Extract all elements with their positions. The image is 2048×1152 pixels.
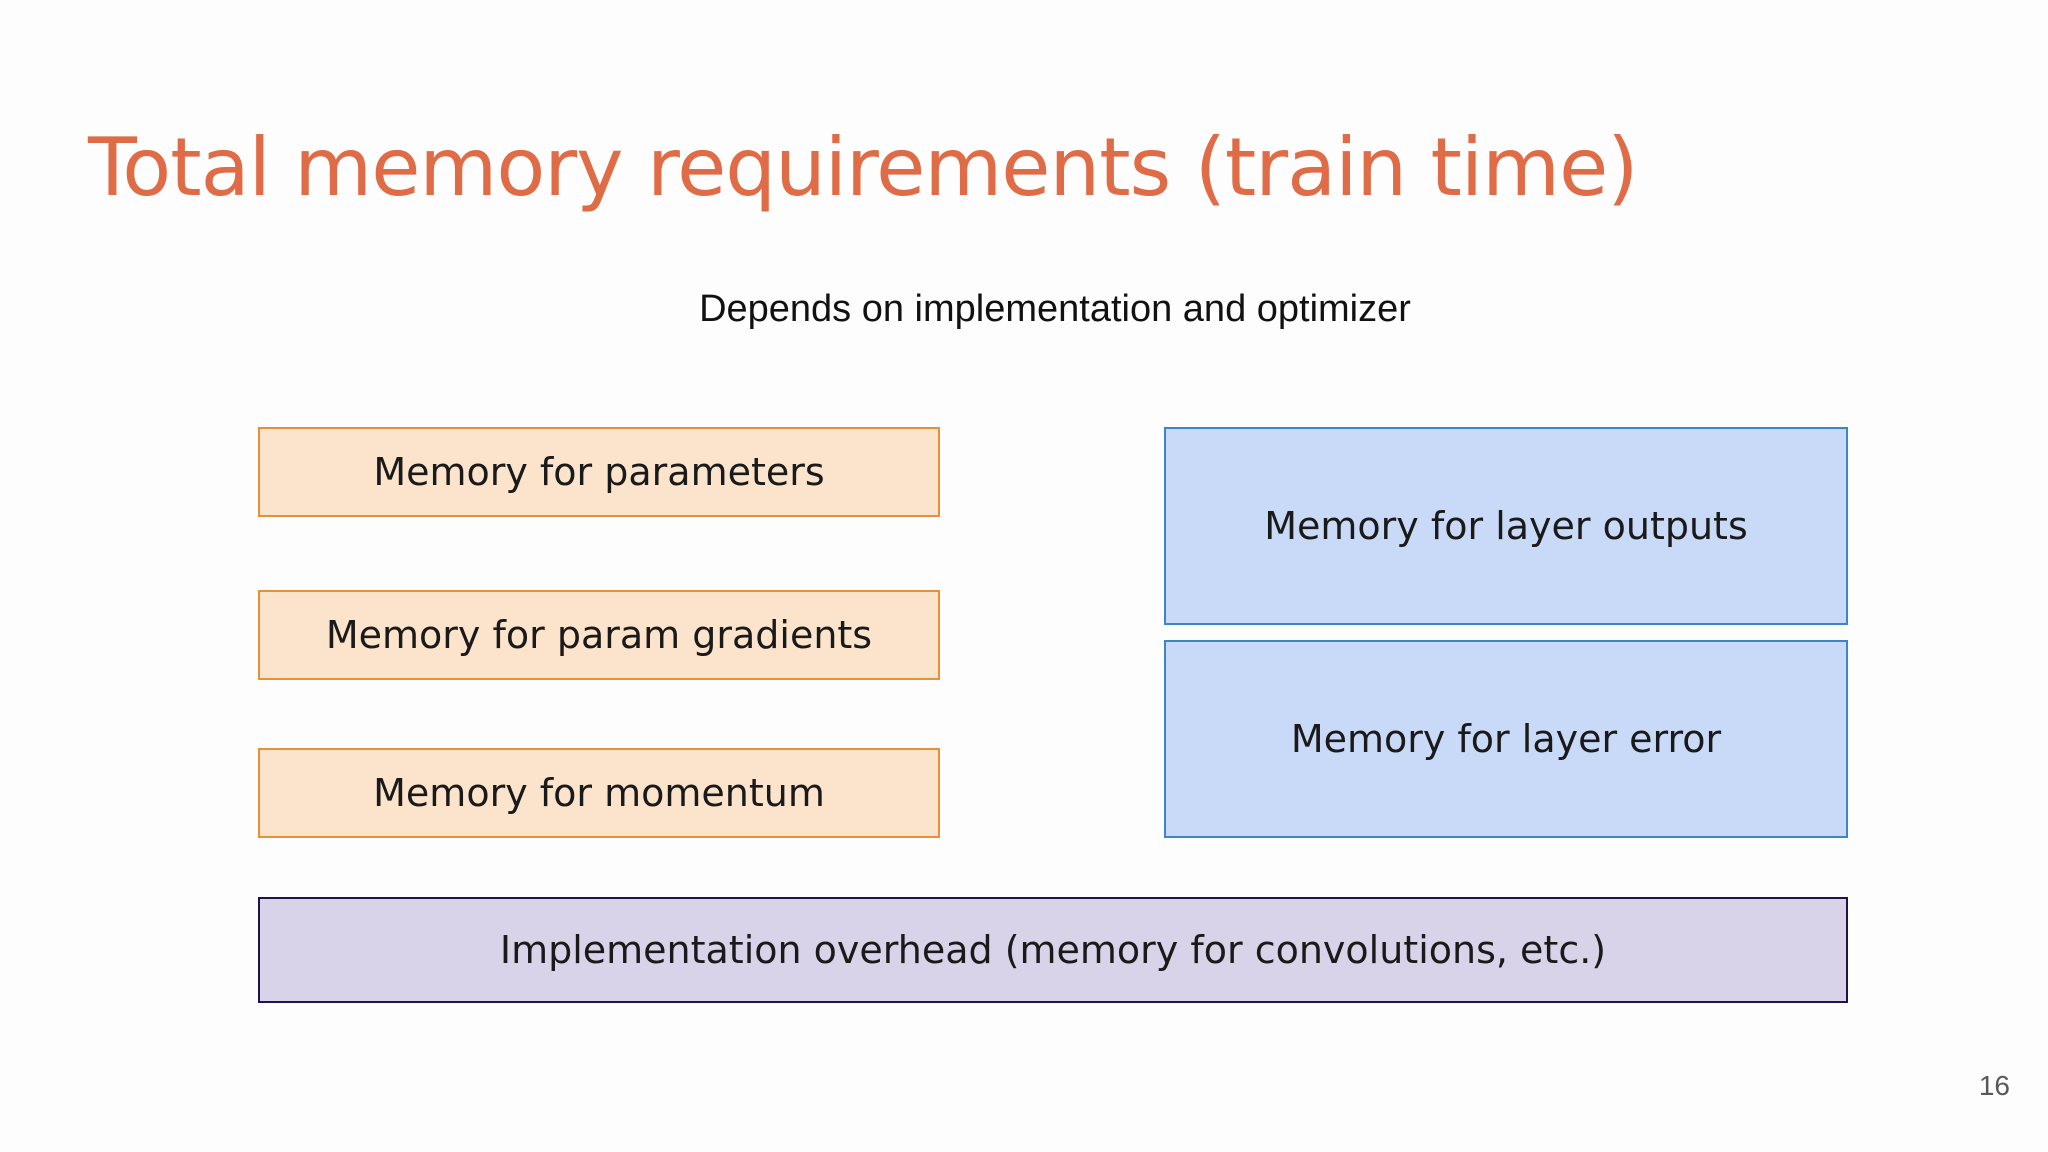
memory-parameters-box: Memory for parameters — [258, 427, 940, 517]
memory-layer-outputs-box: Memory for layer outputs — [1164, 427, 1848, 625]
memory-layer-error-box: Memory for layer error — [1164, 640, 1848, 838]
slide-title: Total memory requirements (train time) — [88, 121, 1638, 214]
slide-subtitle: Depends on implementation and optimizer — [699, 288, 1411, 330]
implementation-overhead-box: Implementation overhead (memory for conv… — [258, 897, 1848, 1003]
page-number: 16 — [1978, 1070, 2010, 1101]
memory-param-gradients-box: Memory for param gradients — [258, 590, 940, 680]
memory-momentum-box: Memory for momentum — [258, 748, 940, 838]
